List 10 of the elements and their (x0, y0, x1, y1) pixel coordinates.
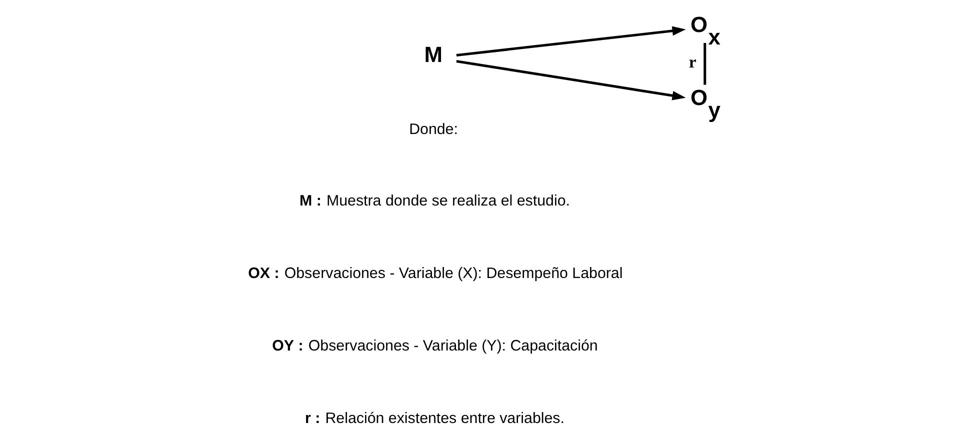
label: OY : Observaciones - Variable (Y): Capacitación (272, 337, 598, 354)
edge-label: r (688, 52, 696, 72)
arrow (456, 26, 686, 56)
label: Donde: (408, 120, 458, 138)
node-text: M (424, 42, 442, 68)
arrow (456, 60, 686, 100)
label: r : Relación existentes entre variables. (304, 410, 564, 427)
connector (703, 42, 706, 85)
label: M : Muestra donde se realiza el estudio. (299, 192, 570, 210)
label: OX : Observaciones - Variable (X): Desempeño Laboral (248, 264, 622, 282)
